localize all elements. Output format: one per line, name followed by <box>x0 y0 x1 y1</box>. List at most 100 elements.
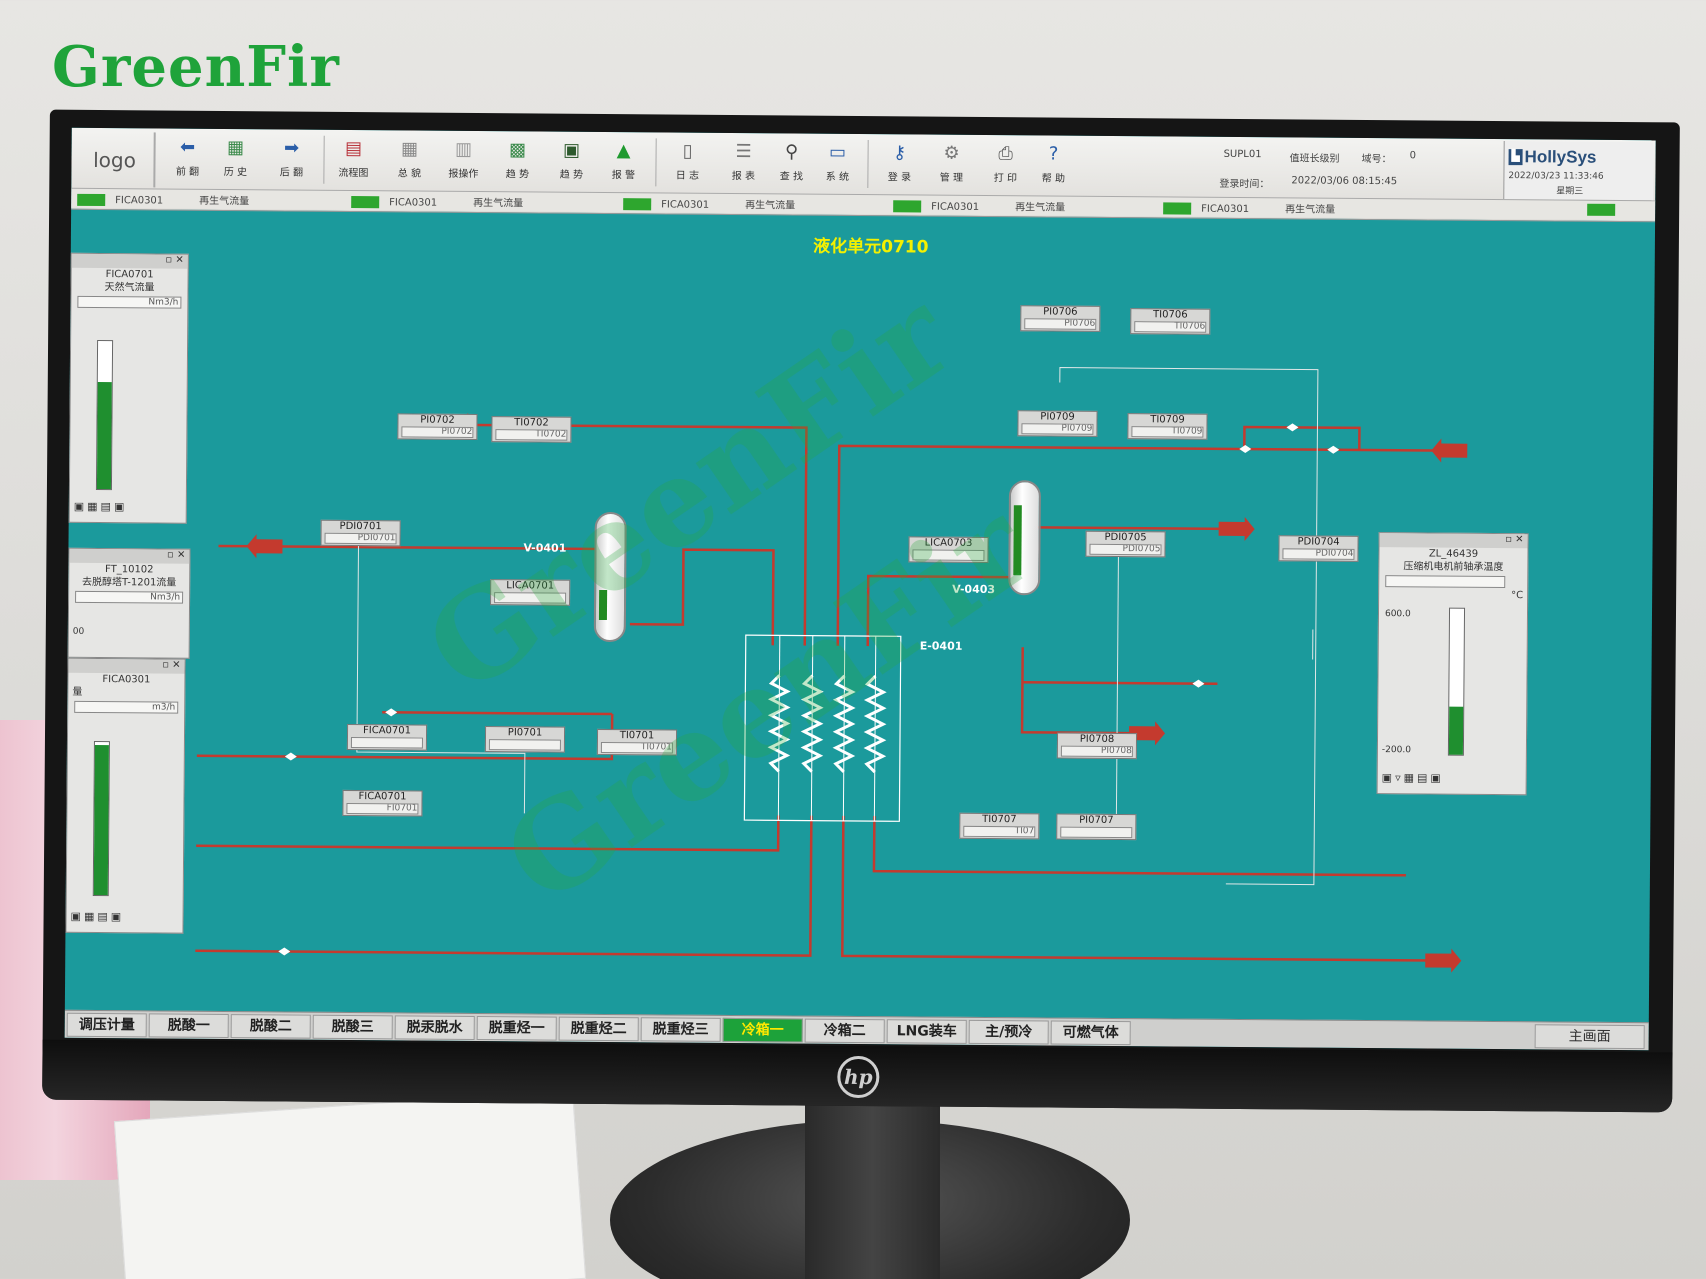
flowchart-icon: ▤ <box>345 137 363 160</box>
manage-button[interactable]: ⚙管 理 <box>939 142 964 184</box>
overview-button[interactable]: ▦总 貌 <box>397 138 422 180</box>
print-button[interactable]: ⎙打 印 <box>993 143 1018 185</box>
seat-value: 0 <box>1409 150 1417 162</box>
faceplate-tools[interactable]: ▣▦▤▣ <box>70 909 125 924</box>
trend-icon: ▩ <box>509 139 527 161</box>
tab-3[interactable]: 脱酸三 <box>312 1014 393 1040</box>
faceplate-fica0701[interactable]: ▫ ✕ FICA0701 天然气流量 Nm3/h ▣▦▤▣ <box>68 252 189 524</box>
system-icon: ▭ <box>829 141 847 163</box>
scale-max: 600.0 <box>1384 609 1411 620</box>
close-icon[interactable]: ▫ ✕ <box>165 254 184 266</box>
hmi-screen: logo ⬅前 翻 ▦历 史 ➡后 翻 ▤流程图 ▦总 貌 ▥报操作 ▩趋 势 … <box>64 127 1656 1051</box>
equipment-label-e0401: E-0401 <box>919 639 963 653</box>
level-bar-fill <box>93 745 109 896</box>
clock: 2022/03/23 11:33:46 <box>1508 171 1604 182</box>
tab-1[interactable]: 脱酸一 <box>148 1013 229 1039</box>
login-button[interactable]: ⚷登 录 <box>887 142 912 184</box>
valve-icon <box>284 752 297 761</box>
close-icon[interactable]: ▫ ✕ <box>1505 534 1524 546</box>
alarm-button[interactable]: ▲报 警 <box>611 140 636 182</box>
log-button[interactable]: ▯日 志 <box>675 140 700 182</box>
back-arrow-icon: ⬅ <box>179 136 196 158</box>
faceplate-tools[interactable]: ▣▦▤▣ <box>73 499 128 514</box>
faceplate-ft10102[interactable]: ▫ ✕ FT_10102 去脱醇塔T-1201流量 Nm3/h 00 <box>67 547 191 659</box>
faceplate-fica0301[interactable]: ▫ ✕ FICA0301 量 m3/h ▣▦▤▣ <box>65 657 186 934</box>
tag-pi0707[interactable]: PI0707 <box>1056 813 1137 841</box>
history-icon: ▦ <box>227 137 245 159</box>
monitor-bezel: hp logo ⬅前 翻 ▦历 史 ➡后 翻 ▤流程图 ▦总 貌 ▥报操作 ▩趋… <box>42 109 1680 1113</box>
vessel-v0401[interactable] <box>593 511 627 643</box>
key-icon: ⚷ <box>892 142 907 164</box>
paper-note <box>113 1089 587 1279</box>
toolbar: logo ⬅前 翻 ▦历 史 ➡后 翻 ▤流程图 ▦总 貌 ▥报操作 ▩趋 势 … <box>71 127 1656 223</box>
tab-7[interactable]: 脱重烃三 <box>640 1017 721 1042</box>
tab-home[interactable]: 主画面 <box>1534 1024 1645 1050</box>
alarm-led <box>623 198 652 211</box>
system-button[interactable]: ▭系 统 <box>825 141 850 183</box>
tab-5[interactable]: 脱重烃一 <box>476 1015 557 1041</box>
process-pipes <box>195 423 1465 962</box>
forward-button[interactable]: ➡后 翻 <box>279 137 304 179</box>
history-button[interactable]: ▦历 史 <box>223 137 248 179</box>
trend-button[interactable]: ▩趋 势 <box>505 139 530 181</box>
back-button[interactable]: ⬅前 翻 <box>175 136 200 178</box>
close-icon[interactable]: ▫ ✕ <box>167 549 186 561</box>
tab-4[interactable]: 脱汞脱水 <box>394 1015 475 1040</box>
tab-11[interactable]: 主/预冷 <box>968 1019 1049 1045</box>
brand-name: HollySys <box>1524 147 1597 167</box>
faceplate-zl46439[interactable]: ▫ ✕ ZL_46439 压缩机电机前轴承温度 °C 600.0 -200.0 … <box>1376 532 1529 796</box>
vessel-level-fill <box>598 589 608 621</box>
tab-8-active[interactable]: 冷箱一 <box>722 1017 803 1043</box>
faceplate-value <box>1385 575 1506 589</box>
tab-0[interactable]: 调压计量 <box>66 1012 147 1038</box>
tab-9[interactable]: 冷箱二 <box>804 1018 885 1044</box>
user-level: 值班长级别 <box>1289 153 1340 165</box>
tag-pi0701[interactable]: PI0701 <box>484 726 566 753</box>
help-icon: ? <box>1048 143 1059 165</box>
operation-button[interactable]: ▥报操作 <box>448 138 479 180</box>
trend-chart-button[interactable]: ▣趋 势 <box>559 139 584 181</box>
search-button[interactable]: ⚲查 找 <box>779 141 804 183</box>
valve-icon <box>1192 679 1205 688</box>
logo: logo <box>75 131 156 188</box>
close-icon[interactable]: ▫ ✕ <box>162 659 181 671</box>
level-bar <box>1447 607 1466 756</box>
alarm-led <box>351 195 380 209</box>
flow-arrow-right <box>1218 517 1255 542</box>
flowchart-button[interactable]: ▤流程图 <box>338 137 369 180</box>
vessel-v0403[interactable] <box>1008 480 1042 596</box>
tab-12[interactable]: 可燃气体 <box>1050 1020 1131 1046</box>
faceplate-tools[interactable]: ▣▿▦▤▣ <box>1381 771 1444 785</box>
level-bar-fill <box>1448 706 1464 755</box>
report-button[interactable]: ☰报 表 <box>731 141 756 183</box>
tag-lica0703[interactable]: LICA0703 <box>908 536 989 563</box>
help-button[interactable]: ?帮 助 <box>1041 143 1066 185</box>
tag-fica0701[interactable]: FICA0701 <box>346 723 428 751</box>
toolbar-separator <box>655 138 657 187</box>
manage-icon: ⚙ <box>943 142 960 164</box>
valve-icon <box>278 947 291 956</box>
tab-10[interactable]: LNG装车 <box>886 1019 967 1044</box>
tab-2[interactable]: 脱酸二 <box>230 1014 311 1039</box>
tab-6[interactable]: 脱重烃二 <box>558 1016 639 1042</box>
forward-arrow-icon: ➡ <box>283 137 300 159</box>
tag-lica0701[interactable]: LICA0701 <box>490 579 571 606</box>
